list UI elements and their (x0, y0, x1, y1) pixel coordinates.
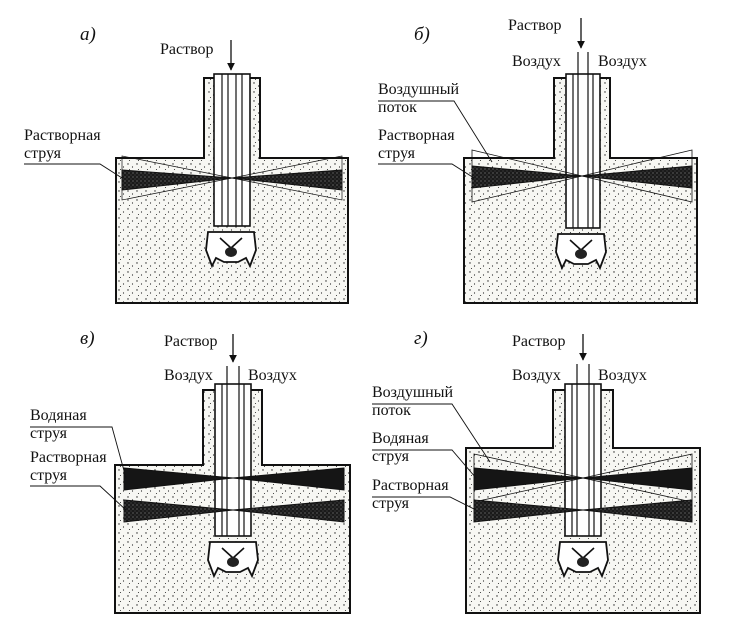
solution-label: Раствор (164, 333, 218, 350)
air-right-label: Воздух (248, 367, 297, 384)
panel-letter: в) (80, 328, 95, 349)
air-left-label: Воздух (164, 367, 213, 384)
solution-jet-left (473, 499, 584, 523)
drill-rod (565, 52, 601, 229)
drill-rod (213, 73, 251, 227)
label-line: Водяная (372, 430, 429, 447)
drill-bit (205, 231, 257, 269)
label-line: Воздушный (378, 81, 459, 98)
label-line: поток (378, 99, 417, 116)
air-left-label: Воздух (512, 367, 561, 384)
air-left-label: Воздух (512, 53, 561, 70)
label-line: Растворная (30, 449, 107, 466)
air-right-label: Воздух (598, 367, 647, 384)
water-jet-left (473, 467, 584, 491)
leader-line (378, 100, 493, 163)
leader-line (372, 496, 477, 511)
leader-line (378, 163, 475, 179)
solution-label: Раствор (160, 41, 214, 58)
drill-bit (207, 541, 259, 579)
label-line: струя (372, 495, 410, 512)
label-line: Растворная (378, 127, 455, 144)
solution-jet-right (232, 499, 345, 523)
label-line: поток (372, 402, 411, 419)
leader-line (30, 485, 127, 511)
solution-jet-left (123, 499, 234, 523)
panel-letter: а) (80, 24, 96, 45)
solution-label: Раствор (512, 333, 566, 350)
drill-bit (555, 233, 607, 271)
solution-label: Раствор (508, 17, 562, 34)
leader-line (372, 403, 491, 463)
label-line: Растворная (24, 127, 101, 144)
label-line: струя (30, 425, 68, 442)
air-right-label: Воздух (598, 53, 647, 70)
label-line: Растворная (372, 477, 449, 494)
leader-line (24, 163, 123, 179)
panel-letter: б) (414, 24, 430, 45)
label-line: Водяная (30, 407, 87, 424)
spray-fan-right (231, 155, 343, 201)
leader-line (372, 449, 477, 479)
solution-jet-right (582, 499, 693, 523)
panel-letter: г) (414, 328, 428, 349)
water-jet-left (123, 467, 234, 491)
water-jet-right (232, 467, 345, 491)
label-line: струя (378, 145, 416, 162)
solution-jet-right (581, 165, 693, 189)
label-line: Воздушный (372, 384, 453, 401)
label-line: струя (372, 448, 410, 465)
water-jet-right (582, 467, 693, 491)
drill-bit (557, 541, 609, 579)
label-line: струя (30, 467, 68, 484)
leader-line (30, 426, 127, 479)
label-line: струя (24, 145, 62, 162)
